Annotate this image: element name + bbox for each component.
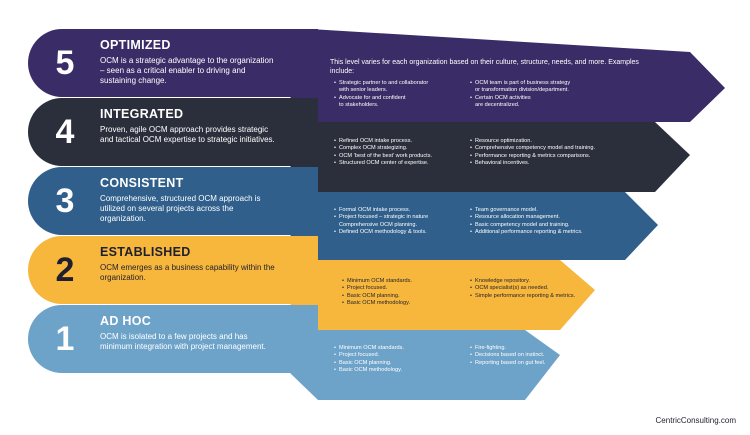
list-item: Additional performance reporting & metri… — [470, 229, 620, 237]
list-item: Resource allocation management. — [470, 214, 620, 222]
list-item: Team governance model. — [470, 207, 620, 215]
list-item: Reporting based on gut feel. — [470, 360, 620, 368]
level-5-col2: OCM team is part of business strategy or… — [470, 80, 620, 110]
list-item: Resource optimization. — [470, 138, 620, 146]
level-3-col2: Team governance model. Resource allocati… — [470, 207, 620, 237]
list-item: Formal OCM intake process. — [334, 207, 484, 215]
list-item: Comprehensive competency model and train… — [470, 145, 620, 153]
list-item: Decisions based on instinct. — [470, 352, 620, 360]
list-item: Defined OCM methodology & tools. — [334, 229, 484, 237]
level-3-description: Comprehensive, structured OCM approach i… — [100, 194, 261, 223]
level-2-col1: Minimum OCM standards. Project focused. … — [342, 278, 492, 308]
level-4-pill — [28, 98, 318, 166]
level-2-col2: Knowledge repository. OCM specialist(s) … — [470, 278, 620, 301]
list-item: Basic OCM planning. — [334, 360, 484, 368]
list-item: OCM team is part of business strategy — [470, 80, 620, 88]
level-5-col1: Strategic partner to and collaborator wi… — [334, 80, 484, 110]
level-1-col2: Fire-fighting. Decisions based on instin… — [470, 345, 620, 368]
list-item: Refined OCM intake process. — [334, 138, 484, 146]
list-item: Basic OCM methodology. — [342, 300, 492, 308]
list-item: Certain OCM activities — [470, 95, 620, 103]
level-2-description: OCM emerges as a business capability wit… — [100, 263, 275, 282]
level-4-number: 4 — [55, 113, 75, 151]
level-1-description: OCM is isolated to a few projects and ha… — [100, 332, 266, 351]
level-2-number: 2 — [55, 251, 75, 289]
list-item: or transformation division/department. — [475, 87, 569, 94]
level-3-title: CONSISTENT — [100, 176, 184, 190]
list-item: with senior leaders. — [339, 87, 388, 94]
level-5-description: OCM is a strategic advantage to the orga… — [100, 56, 274, 85]
list-item: Performance reporting & metrics comparis… — [470, 153, 620, 161]
level-1-number: 1 — [55, 320, 75, 358]
level-4-col1: Refined OCM intake process. Complex OCM … — [334, 138, 484, 168]
list-item: Basic competency model and training. — [470, 222, 620, 230]
level-3-number: 3 — [55, 182, 75, 220]
list-item: Minimum OCM standards. — [342, 278, 492, 286]
level-5-pill — [28, 29, 318, 97]
list-item: Minimum OCM standards. — [334, 345, 484, 353]
list-item: Project focused – strategic in nature — [334, 214, 484, 222]
level-3-col1: Formal OCM intake process. Project focus… — [334, 207, 484, 237]
list-item: Simple performance reporting & metrics. — [470, 293, 620, 301]
level-5-number: 5 — [55, 44, 75, 82]
list-item: Behavioral incentives. — [470, 160, 620, 168]
list-item: Structured OCM center of expertise. — [334, 160, 484, 168]
level-3-pill — [28, 167, 318, 235]
list-item: Project focused. — [342, 285, 492, 293]
level-1-title: AD HOC — [100, 314, 152, 328]
level-2-title: ESTABLISHED — [100, 245, 191, 259]
list-item: OCM ‘best of the best’ work products. — [334, 153, 484, 161]
level-1-col1: Minimum OCM standards. Project focused. … — [334, 345, 484, 375]
level-4-col2: Resource optimization. Comprehensive com… — [470, 138, 620, 168]
footer-url[interactable]: CentricConsulting.com — [655, 416, 736, 425]
level-5-intro: This level varies for each organization … — [330, 59, 639, 75]
level-1-pill — [28, 305, 318, 373]
list-item: are decentralized. — [475, 102, 520, 109]
list-item: Project focused. — [334, 352, 484, 360]
level-2-pill — [28, 236, 318, 304]
level-5-title: OPTIMIZED — [100, 38, 171, 52]
list-item: Basic OCM methodology. — [334, 367, 484, 375]
level-4-title: INTEGRATED — [100, 107, 184, 121]
list-item: OCM specialist(s) as needed. — [470, 285, 620, 293]
level-4-description: Proven, agile OCM approach provides stra… — [100, 125, 275, 144]
list-item: Comprehensive OCM planning. — [339, 221, 418, 228]
list-item: Advocate for and confident — [334, 95, 484, 103]
list-item: Knowledge repository. — [470, 278, 620, 286]
list-item: Strategic partner to and collaborator — [334, 80, 484, 88]
list-item: Complex OCM strategizing. — [334, 145, 484, 153]
list-item: Basic OCM planning. — [342, 293, 492, 301]
list-item: to stakeholders. — [339, 102, 379, 109]
list-item: Fire-fighting. — [470, 345, 620, 353]
